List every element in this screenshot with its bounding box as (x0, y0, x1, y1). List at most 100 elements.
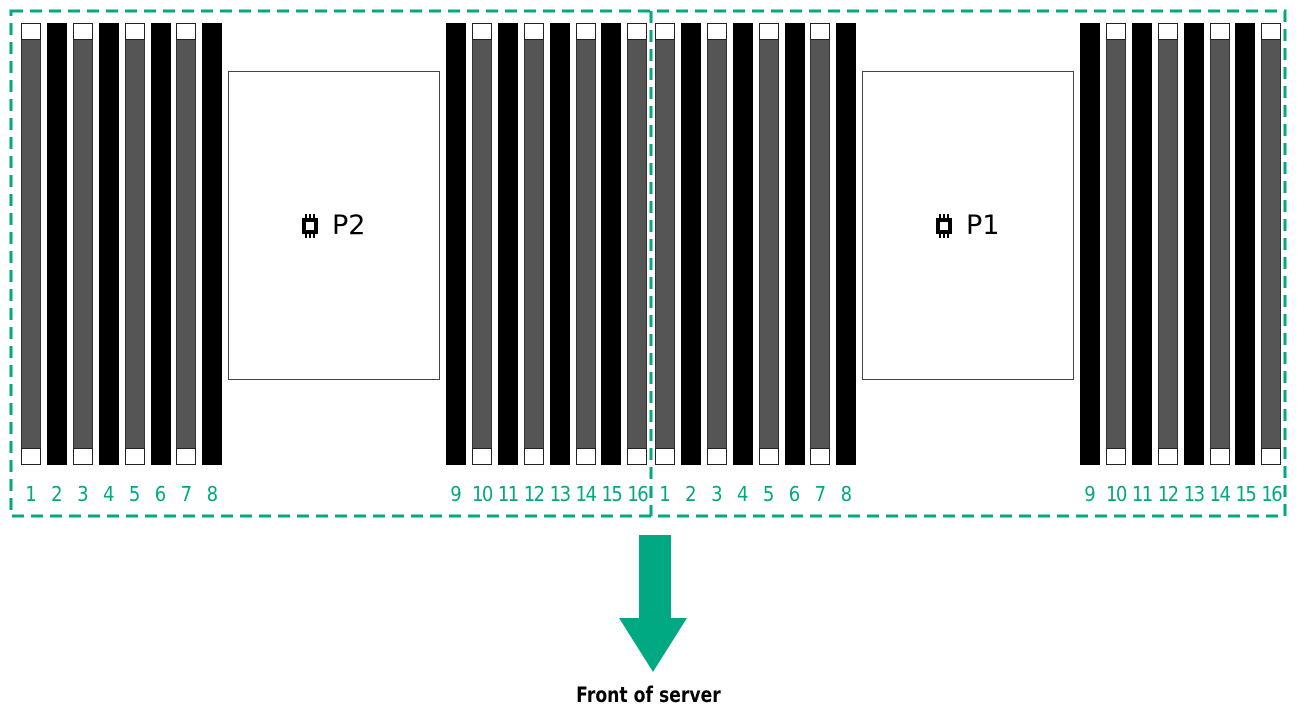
dimm-slot (627, 23, 648, 465)
dimm-latch-top (21, 23, 41, 40)
dimm-slot (575, 23, 596, 465)
dimm-latch-top (1105, 23, 1126, 40)
dimm-latch-top (706, 23, 727, 40)
dimm-latch-bottom (471, 448, 492, 465)
dimm-slot (1131, 23, 1152, 465)
processor-p2-box (228, 71, 440, 380)
dimm-slot (810, 23, 831, 465)
slot-number-label: 14 (1209, 482, 1231, 506)
dimm-latch-bottom (1261, 448, 1282, 465)
dimm-latch-top (72, 23, 93, 40)
dimm-slot (706, 23, 727, 465)
processor-p2-label: P2 (298, 210, 365, 241)
dimm-slot (1080, 23, 1100, 465)
slot-number-label: 1 (659, 482, 671, 506)
dimm-slot (98, 23, 119, 465)
slot-number-label: 8 (206, 482, 219, 506)
dimm-latch-top (655, 23, 675, 40)
processor-name: P1 (966, 210, 1000, 241)
dimm-slot (1235, 23, 1256, 465)
slot-number-label: 3 (77, 482, 89, 506)
dimm-slot (680, 23, 701, 465)
dimm-latch-top (1261, 23, 1282, 40)
dimm-latch-top (1209, 23, 1230, 40)
slot-number-label: 16 (1261, 482, 1282, 506)
slot-number-label: 9 (450, 482, 462, 506)
slot-number-label: 12 (1157, 482, 1179, 506)
dimm-latch-top (176, 23, 197, 40)
dimm-latch-bottom (176, 448, 197, 465)
slot-number-label: 8 (840, 482, 853, 506)
slot-number-label: 6 (154, 482, 167, 506)
slot-number-label: 11 (1131, 482, 1153, 506)
dimm-slot (46, 23, 67, 465)
dimm-slot (1183, 23, 1204, 465)
dimm-latch-top (810, 23, 831, 40)
slot-number-label: 15 (601, 482, 622, 506)
dimm-slot (836, 23, 857, 465)
dimm-slot (601, 23, 622, 465)
dimm-latch-bottom (575, 448, 596, 465)
dimm-slot (523, 23, 544, 465)
dimm-slot (150, 23, 171, 465)
dimm-latch-bottom (523, 448, 544, 465)
slot-number-label: 14 (575, 482, 597, 506)
dimm-slot (72, 23, 93, 465)
dimm-slot (549, 23, 570, 465)
front-of-server-label: Front of server (576, 683, 721, 707)
slot-number-label: 2 (685, 482, 697, 506)
dimm-latch-top (575, 23, 596, 40)
dimm-slot (446, 23, 466, 465)
dimm-latch-top (1157, 23, 1178, 40)
dimm-latch-bottom (124, 448, 145, 465)
dimm-slot (784, 23, 805, 465)
dimm-slot (176, 23, 197, 465)
dimm-latch-bottom (1209, 448, 1230, 465)
slot-number-label: 5 (128, 482, 141, 506)
slot-number-label: 16 (627, 482, 648, 506)
dimm-latch-bottom (655, 448, 675, 465)
slot-number-label: 3 (711, 482, 723, 506)
processor-p1-box (862, 71, 1074, 380)
dimm-slot (124, 23, 145, 465)
dimm-latch-top (627, 23, 648, 40)
slot-number-label: 10 (471, 482, 493, 506)
slot-number-label: 13 (1183, 482, 1205, 506)
cpu-chip-icon (302, 213, 318, 238)
dimm-slot (471, 23, 492, 465)
dimm-latch-bottom (1105, 448, 1126, 465)
dimm-latch-top (523, 23, 544, 40)
dimm-latch-bottom (627, 448, 648, 465)
slot-number-label: 12 (523, 482, 545, 506)
slot-number-label: 2 (51, 482, 63, 506)
dimm-slot (758, 23, 779, 465)
slot-number-label: 13 (549, 482, 571, 506)
dimm-latch-bottom (21, 448, 41, 465)
dimm-latch-bottom (810, 448, 831, 465)
dimm-latch-top (758, 23, 779, 40)
slot-number-label: 5 (762, 482, 775, 506)
arrow-down-icon (619, 535, 687, 672)
slot-number-label: 11 (497, 482, 519, 506)
slot-number-label: 7 (814, 482, 827, 506)
processor-p1-label: P1 (932, 210, 999, 241)
cpu-chip-icon (936, 213, 952, 238)
dimm-slot (497, 23, 518, 465)
dimm-slot (1261, 23, 1282, 465)
slot-number-label: 15 (1235, 482, 1256, 506)
dimm-slot (21, 23, 41, 465)
dimm-latch-bottom (72, 448, 93, 465)
slot-number-label: 7 (180, 482, 193, 506)
dimm-latch-top (124, 23, 145, 40)
slot-number-label: 4 (102, 482, 115, 506)
dimm-slot (732, 23, 753, 465)
board-dashed-outline (9, 9, 1287, 518)
dimm-latch-bottom (706, 448, 727, 465)
dimm-slot (202, 23, 223, 465)
slot-number-label: 1 (25, 482, 37, 506)
dimm-slot (1209, 23, 1230, 465)
slot-number-label: 6 (788, 482, 801, 506)
dimm-latch-bottom (758, 448, 779, 465)
